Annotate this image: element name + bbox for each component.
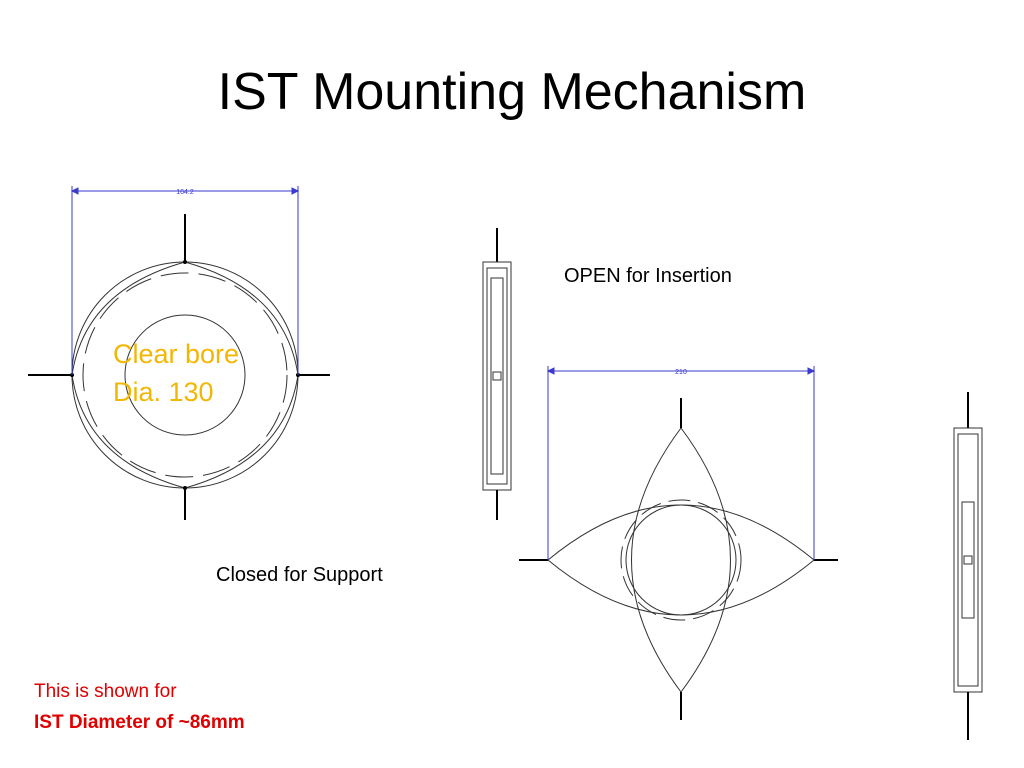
- left-dimension-value: 164.2: [176, 189, 194, 196]
- clear-bore-circle: [124, 314, 246, 436]
- clear-bore-line-2: Dia. 130: [113, 377, 214, 407]
- slide-title: IST Mounting Mechanism: [217, 63, 807, 121]
- right-dimension-value: 210: [675, 369, 687, 376]
- clear-bore-line-1: Clear bore: [113, 339, 240, 369]
- horizontal-lens: [547, 504, 815, 616]
- side-view-right: [953, 392, 983, 740]
- clear-bore-label: Clear bore Dia. 130: [113, 335, 239, 411]
- note-line-2: IST Diameter of ~86mm: [34, 712, 245, 733]
- open-bore-circle: [625, 504, 737, 616]
- open-label: OPEN for Insertion: [564, 265, 732, 287]
- right-dimension: [546, 366, 816, 560]
- diameter-note: This is shown for IST Diameter of ~86mm: [34, 676, 245, 738]
- inner-ring-dashed: [82, 272, 288, 478]
- note-line-1: This is shown for: [34, 681, 177, 702]
- open-inner-ring: [620, 499, 742, 621]
- open-mechanism: [519, 398, 838, 720]
- closed-label: Closed for Support: [216, 564, 383, 586]
- vertical-lens: [631, 427, 731, 693]
- side-view-left: [482, 228, 512, 520]
- left-dimension: [70, 186, 300, 375]
